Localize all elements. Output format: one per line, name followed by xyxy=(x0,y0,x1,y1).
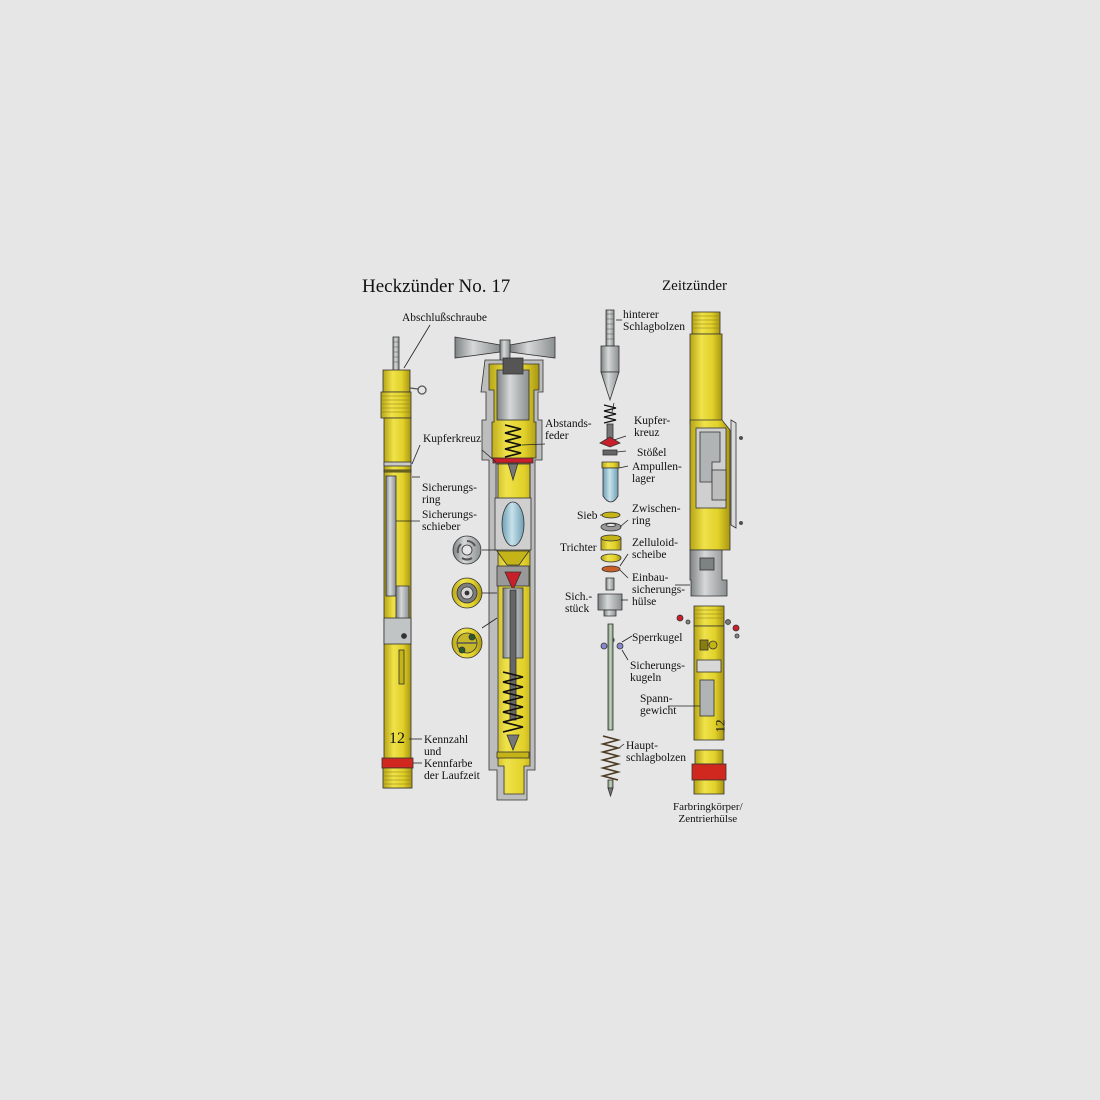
label-ampullenlager: Ampullen- lager xyxy=(632,461,682,485)
label-stoessel: Stößel xyxy=(637,447,667,459)
cutaway-fuze xyxy=(454,336,556,801)
cross-section-discs xyxy=(451,535,498,659)
label-kennzahl: Kennzahl und Kennfarbe der Laufzeit xyxy=(424,734,480,782)
label-zwischenring: Zwischen- ring xyxy=(632,503,681,527)
label-sicherungsschieber: Sicherungs- schieber xyxy=(422,509,477,533)
label-sperrkugel: Sperrkugel xyxy=(632,632,683,644)
disc-2 xyxy=(451,577,483,609)
label-kupferkreuz: Kupferkreuz xyxy=(423,433,482,445)
label-farbringkoerper: Farbringkörper/ Zentrierhülse xyxy=(673,801,743,825)
label-zelluloidscheibe: Zelluloid- scheibe xyxy=(632,537,678,561)
label-trichter: Trichter xyxy=(560,542,597,554)
label-kupferkreuz-2: Kupfer- kreuz xyxy=(634,415,671,439)
disc-1 xyxy=(452,535,482,565)
label-kennzahl-value: 12 xyxy=(389,730,405,747)
label-sich-stueck: Sich.- stück xyxy=(565,591,593,615)
label-zz-number: 12 xyxy=(712,719,728,733)
leaders-left xyxy=(396,324,431,764)
label-einbausicherungshuelse: Einbau- sicherungs- hülse xyxy=(632,572,686,608)
title-zeitzuender: Zeitzünder xyxy=(662,278,727,294)
label-sieb: Sieb xyxy=(577,510,598,522)
label-abstandsfeder: Abstands- feder xyxy=(545,418,592,442)
zeitzuender-assembly xyxy=(676,311,743,795)
label-spanngewicht: Spann- gewicht xyxy=(640,693,677,717)
title-heckzuender: Heckzünder No. 17 xyxy=(362,276,511,297)
label-abschlussschraube: Abschlußschraube xyxy=(402,312,487,324)
label-hinterer-schlagbolzen: hinterer Schlagbolzen xyxy=(623,309,685,333)
leaders-center xyxy=(481,443,546,463)
label-sicherungsring: Sicherungs- ring xyxy=(422,482,477,506)
label-sicherungskugeln: Sicherungs- kugeln xyxy=(630,660,685,684)
disc-3 xyxy=(451,627,483,659)
exterior-fuze xyxy=(380,336,427,789)
exploded-parts xyxy=(597,309,624,798)
label-hauptschlagbolzen: Haupt- schlagbolzen xyxy=(626,740,687,764)
leaders-parts xyxy=(600,319,633,749)
leaders-zz xyxy=(668,584,700,707)
